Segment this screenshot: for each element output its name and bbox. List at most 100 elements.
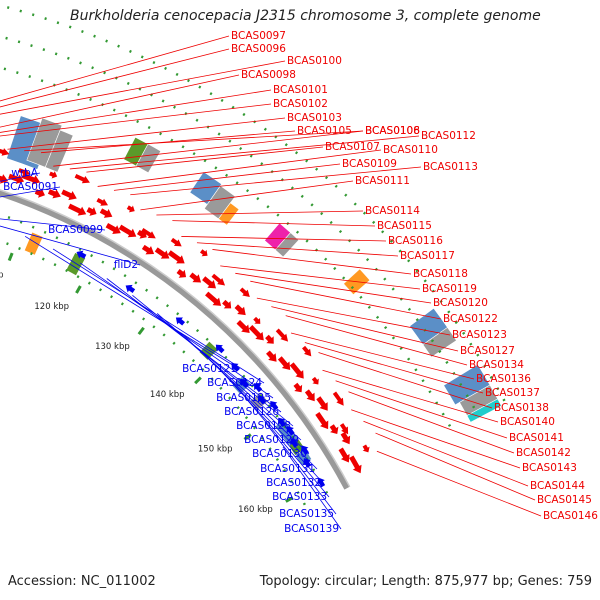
- forward-gene-label: BCAS0141: [509, 432, 564, 444]
- forward-gene-label: BCAS0134: [469, 359, 524, 371]
- forward-gene-arrow: [202, 276, 216, 289]
- forward-gene-leader: [86, 146, 324, 173]
- forward-gene-leader: [97, 149, 382, 187]
- reverse-gene-label: fliD2: [114, 259, 138, 271]
- reverse-gene-arrow: [290, 438, 299, 448]
- forward-gene-leader: [322, 369, 499, 423]
- reverse-gene-label: BCAS0121: [182, 363, 237, 375]
- forward-gene-label: BCAS0123: [452, 329, 507, 341]
- forward-gene-label: BCAS0102: [273, 98, 328, 110]
- forward-gene-arrow: [265, 334, 274, 344]
- forward-gene-label: BCAS0120: [433, 297, 488, 309]
- forward-gene-label: BCAS0142: [516, 447, 571, 459]
- guide-ring-4: [0, 4, 507, 405]
- forward-gene-leader: [0, 89, 272, 133]
- forward-gene-arrow: [340, 431, 351, 445]
- scale-tick-mark: [243, 433, 252, 441]
- forward-gene-arrow: [239, 287, 250, 298]
- forward-gene-label: BCAS0145: [537, 494, 592, 506]
- forward-gene-leader: [256, 297, 451, 336]
- scale-tick-label: 120 kbp: [34, 302, 69, 312]
- forward-gene-arrow: [304, 389, 315, 402]
- forward-gene-label: BCAS0136: [476, 373, 531, 385]
- map-title: Burkholderia cenocepacia J2315 chromosom…: [70, 8, 541, 24]
- forward-gene-label: BCAS0143: [522, 462, 577, 474]
- forward-gene-leader: [181, 236, 387, 242]
- forward-gene-arrow: [248, 325, 264, 341]
- forward-gene-leader: [212, 249, 412, 275]
- reverse-gene-arrow: [125, 284, 136, 293]
- forward-gene-label: BCAS0111: [355, 175, 410, 187]
- forward-gene-arrow: [316, 396, 328, 411]
- reverse-gene-label: wrbA: [11, 167, 39, 179]
- reverse-gene-label: BCAS0099: [48, 224, 103, 236]
- forward-gene-leader: [140, 180, 354, 211]
- forward-gene-label: BCAS0140: [500, 416, 555, 428]
- forward-gene-label: BCAS0116: [388, 235, 443, 247]
- scale-tick-label: 140 kbp: [150, 390, 185, 400]
- feature-box-18: [466, 398, 502, 423]
- forward-gene-leader: [24, 130, 364, 152]
- forward-gene-label: BCAS0144: [530, 480, 585, 492]
- forward-gene-label: BCAS0101: [273, 84, 328, 96]
- forward-gene-leader: [130, 166, 422, 196]
- scale-tick-mark: [7, 252, 14, 262]
- forward-gene-leader: [285, 315, 468, 366]
- forward-gene-arrow: [176, 269, 187, 278]
- reverse-gene-label: BCAS0124: [207, 377, 262, 389]
- forward-gene-label: BCAS0103: [287, 112, 342, 124]
- feature-box-22: [23, 231, 44, 256]
- forward-gene-label: BCAS0106: [365, 125, 420, 137]
- forward-gene-arrow: [266, 350, 277, 362]
- genome-summary-text: Topology: circular; Length: 875,977 bp; …: [259, 574, 592, 589]
- forward-gene-arrow: [141, 244, 155, 255]
- forward-gene-arrow: [205, 291, 222, 306]
- forward-gene-arrow: [211, 273, 226, 286]
- forward-gene-label: BCAS0112: [421, 130, 476, 142]
- backbone-highlight: [0, 189, 351, 488]
- reverse-gene-arrow: [76, 250, 87, 259]
- forward-gene-label: BCAS0107: [325, 141, 380, 153]
- forward-gene-leader: [235, 272, 432, 304]
- forward-gene-arrow: [0, 148, 10, 156]
- reverse-gene-label: BCAS0130: [252, 448, 307, 460]
- forward-gene-arrow: [236, 320, 250, 334]
- forward-gene-leader: [0, 48, 230, 108]
- feature-box-4: [26, 117, 63, 168]
- reverse-gene-leader: [132, 295, 294, 427]
- forward-gene-label: BCAS0146: [543, 510, 598, 522]
- forward-gene-arrow: [170, 237, 182, 247]
- forward-gene-arrow: [362, 444, 370, 453]
- forward-gene-label: BCAS0119: [422, 283, 477, 295]
- forward-gene-arrow: [315, 411, 329, 430]
- forward-gene-label: BCAS0100: [287, 55, 342, 67]
- reverse-gene-arrow: [215, 344, 225, 354]
- forward-gene-arrow: [126, 205, 135, 213]
- reverse-gene-label: BCAS0091: [3, 181, 58, 193]
- forward-gene-leader: [196, 242, 399, 257]
- scale-tick-label: 110 kbp: [0, 270, 4, 280]
- reverse-gene-arrow: [317, 477, 326, 488]
- reverse-gene-leader: [52, 248, 265, 384]
- forward-gene-arrow: [311, 376, 319, 385]
- forward-gene-arrow: [222, 299, 232, 309]
- forward-gene-label: BCAS0114: [365, 205, 420, 217]
- gene-labels: BCAS0097BCAS0096BCAS0100BCAS0098BCAS0101…: [0, 30, 598, 535]
- forward-gene-leader: [304, 342, 484, 394]
- forward-gene-arrow: [49, 171, 58, 179]
- reverse-gene-label: BCAS0128: [236, 420, 291, 432]
- reverse-gene-label: BCAS0132: [266, 477, 321, 489]
- forward-gene-arrow: [329, 424, 339, 434]
- forward-gene-label: BCAS0127: [460, 345, 515, 357]
- scale-tick-label: 130 kbp: [95, 342, 130, 352]
- forward-gene-label: BCAS0097: [231, 30, 286, 42]
- reverse-gene-label: BCAS0139: [284, 523, 339, 535]
- forward-gene-arrow: [277, 356, 291, 371]
- forward-gene-label: BCAS0137: [485, 387, 540, 399]
- forward-gene-leader: [250, 280, 442, 320]
- forward-gene-leader: [40, 130, 296, 154]
- forward-gene-leader: [0, 60, 286, 115]
- forward-gene-label: BCAS0113: [423, 161, 478, 173]
- accession-text: Accession: NC_011002: [8, 574, 156, 589]
